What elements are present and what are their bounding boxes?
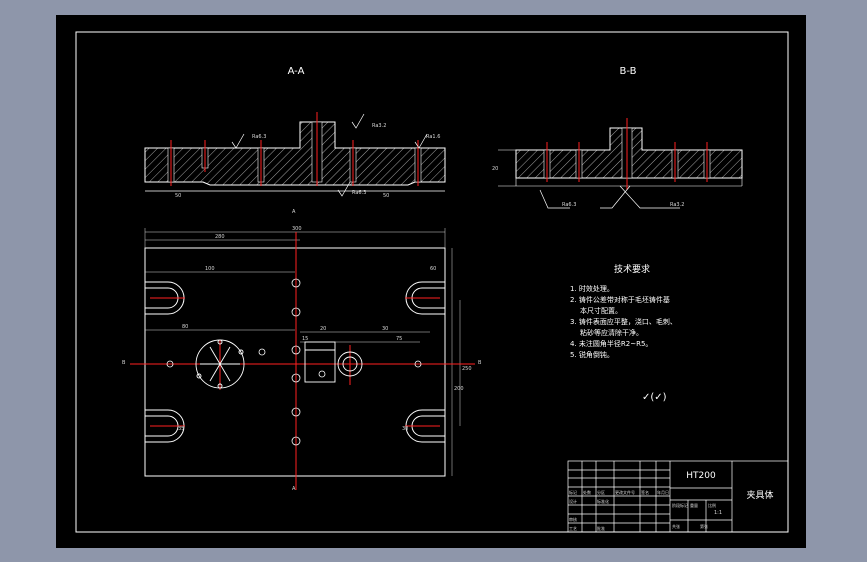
tb-label: 标记 [569, 489, 577, 495]
section-a-a-title: A-A [288, 66, 305, 77]
tb-label: 更改文件号 [615, 489, 635, 495]
svg-text:B: B [478, 360, 482, 366]
svg-text:80: 80 [182, 324, 188, 330]
svg-text:100: 100 [205, 266, 215, 272]
tb-label: 批准 [597, 525, 605, 531]
svg-text:B: B [122, 360, 126, 366]
svg-text:15: 15 [302, 336, 308, 342]
plan-view: A A B B 300 280 100 80 20 30 75 60 250 2… [122, 209, 482, 492]
tb-label: 第张 [700, 523, 708, 529]
tb-label: 处数 [583, 489, 591, 495]
section-a-a: Ra6.3 Ra3.2 Ra1.6 Ra6.3 50 50 [144, 112, 446, 199]
tb-label: 阶段标记 [672, 502, 688, 508]
svg-text:Ra6.3: Ra6.3 [562, 202, 576, 208]
svg-text:Ra3.2: Ra3.2 [372, 123, 386, 129]
tb-label: 比例 [708, 502, 716, 508]
tech-line: 5. 锐角倒钝。 [570, 350, 614, 359]
tech-line: 3. 铸件表面应平整，浇口、毛刺、 [570, 317, 677, 326]
material-label: HT200 [686, 471, 716, 481]
svg-text:300: 300 [292, 226, 302, 232]
scale-value: 1:1 [714, 510, 722, 516]
svg-text:30: 30 [382, 326, 388, 332]
svg-text:60: 60 [430, 266, 436, 272]
center-boss [304, 341, 363, 383]
drawing-frame [75, 31, 789, 533]
tb-label: 标准化 [597, 498, 609, 504]
svg-text:250: 250 [462, 366, 472, 372]
svg-text:A: A [292, 486, 296, 492]
tb-label: 设计 [569, 498, 577, 504]
svg-text:20: 20 [492, 166, 498, 172]
svg-text:Ra6.3: Ra6.3 [252, 134, 266, 140]
tb-label: 分区 [597, 489, 605, 495]
tb-label: 年月日 [657, 489, 669, 495]
svg-text:200: 200 [454, 386, 464, 392]
svg-text:280: 280 [215, 234, 225, 240]
section-a-body [144, 121, 446, 186]
title-block [567, 460, 789, 533]
tb-label: 签名 [641, 489, 649, 495]
tech-line: 本尺寸配置。 [580, 306, 622, 315]
part-name: 夹具体 [746, 489, 773, 501]
tech-line: 粘砂等应清除干净。 [580, 328, 643, 337]
left-locating-disk [195, 339, 245, 389]
tb-label: 审核 [569, 516, 577, 522]
tech-line: 1. 时效处理。 [570, 284, 614, 293]
tb-label: 工艺 [569, 526, 577, 531]
svg-text:Ra1.6: Ra1.6 [426, 134, 440, 140]
svg-text:75: 75 [396, 336, 402, 342]
tech-requirements: 技术要求 1. 时效处理。 2. 铸件公差带对称于毛坯铸件基 本尺寸配置。 3.… [570, 263, 677, 403]
section-b-b-title: B-B [620, 66, 637, 77]
svg-text:20: 20 [320, 326, 326, 332]
svg-text:30: 30 [402, 426, 408, 432]
svg-text:35: 35 [178, 426, 184, 432]
tb-label: 共张 [672, 523, 680, 529]
svg-text:Ra6.3: Ra6.3 [352, 190, 366, 196]
svg-text:50: 50 [175, 193, 181, 199]
tb-label: 重量 [690, 502, 698, 508]
tech-title: 技术要求 [614, 263, 650, 275]
surface-finish-symbol: ✓(✓) [642, 392, 667, 403]
svg-text:50: 50 [383, 193, 389, 199]
base-plate-outline [144, 247, 446, 477]
svg-text:A: A [292, 209, 296, 215]
section-b-b: Ra6.3 Ra3.2 20 [492, 118, 743, 209]
tech-line: 4. 未注圆角半径R2~R5。 [570, 339, 652, 348]
tech-line: 2. 铸件公差带对称于毛坯铸件基 [570, 295, 670, 304]
svg-text:Ra3.2: Ra3.2 [670, 202, 684, 208]
